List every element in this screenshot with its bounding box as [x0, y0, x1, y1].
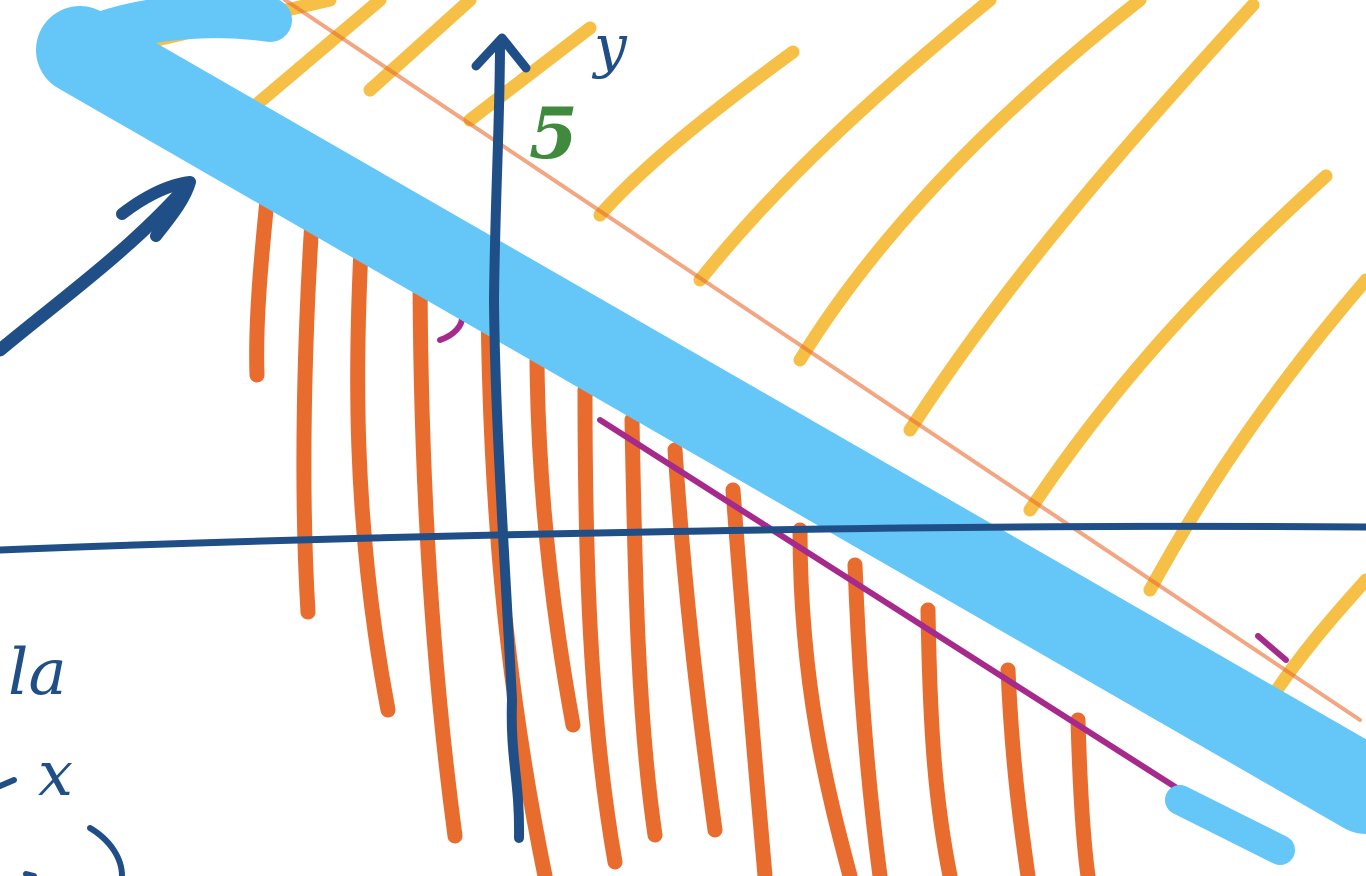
lower-hatch-stroke	[1070, 712, 1096, 876]
partial-word-label: la	[8, 636, 67, 710]
closing-paren-fragment	[87, 825, 125, 876]
lower-hatch-stroke	[350, 222, 396, 718]
upper-hatch-stroke	[593, 45, 800, 222]
coordinate-axes	[0, 33, 1366, 843]
lower-hatch-stroke	[249, 182, 276, 383]
upper-hatch-stroke	[793, 0, 1147, 367]
y-intercept-label: 5	[529, 92, 578, 175]
boundary-underline-stroke	[597, 417, 1183, 793]
annotation-arrow-shaft	[0, 181, 192, 357]
annotation-arrow-head	[116, 176, 196, 242]
lower-hatch-stroke	[577, 382, 623, 870]
lower-hatch-stroke	[847, 557, 888, 876]
upper-hatch-stroke	[463, 21, 597, 127]
upper-hatch-stroke	[1023, 169, 1333, 517]
y-axis	[489, 37, 525, 843]
upper-hatch-stroke	[243, 0, 387, 117]
boundary-line-band	[36, 6, 1366, 834]
lower-hatch-stroke	[920, 602, 958, 876]
upper-hatch-stroke	[1263, 573, 1366, 707]
boundary-line-start-blob	[48, 0, 292, 70]
lower-hatch-stroke	[624, 412, 663, 843]
x-variable-label: x	[38, 737, 73, 810]
minus-sign-fragment	[0, 777, 17, 789]
upper-region-hatching	[63, 0, 1366, 707]
lower-region-hatching	[249, 182, 1096, 876]
boundary-line	[36, 0, 1366, 865]
upper-hatch-stroke	[363, 0, 477, 97]
lower-hatch-stroke	[667, 442, 723, 838]
lower-hatch-stroke	[529, 352, 581, 733]
upper-hatch-stroke	[693, 0, 997, 287]
lower-hatch-stroke	[725, 482, 773, 876]
lower-hatch-stroke	[1000, 662, 1036, 876]
lower-hatch-stroke	[296, 212, 320, 620]
boundary-line-edge	[283, 0, 1362, 722]
upper-hatch-stroke	[903, 0, 1260, 437]
boundary-underline-stroke	[437, 315, 465, 343]
y-axis-label: y	[591, 12, 628, 80]
x-axis	[0, 522, 1366, 554]
boundary-line-end-blob	[1165, 785, 1295, 865]
y-axis-arrowhead	[471, 33, 531, 73]
lower-hatch-stroke	[792, 522, 858, 876]
boundary-underline-stroke	[1255, 633, 1289, 663]
lower-hatch-stroke	[412, 252, 463, 844]
upper-hatch-stroke	[1143, 273, 1366, 597]
